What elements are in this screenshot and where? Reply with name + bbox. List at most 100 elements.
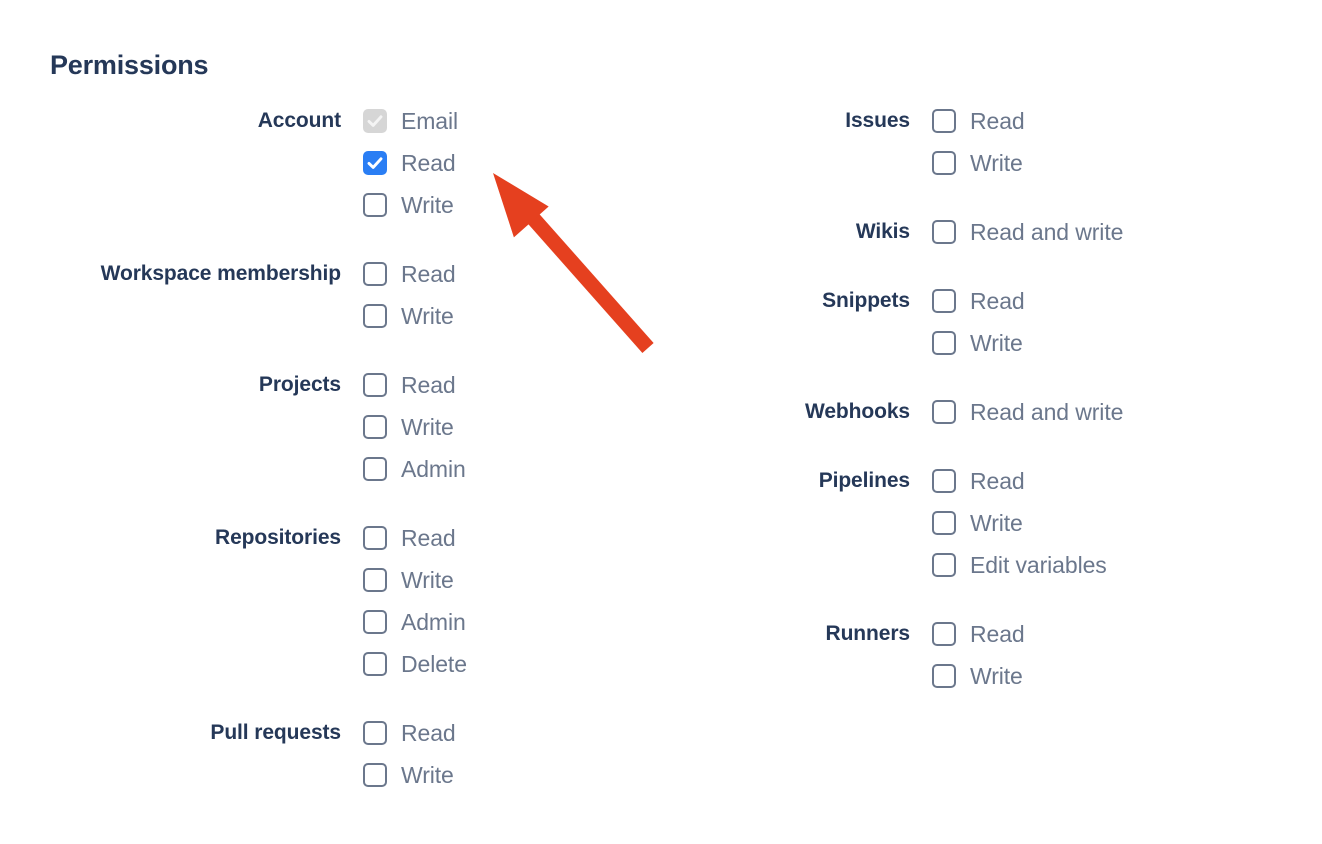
permission-group-label: Webhooks bbox=[805, 400, 910, 423]
checkbox-checked-icon[interactable] bbox=[363, 151, 387, 175]
permission-option-label: Email bbox=[401, 108, 459, 134]
checkbox-unchecked-icon[interactable] bbox=[932, 289, 956, 313]
permission-group-label: Workspace membership bbox=[100, 262, 341, 285]
checkbox-unchecked-icon[interactable] bbox=[363, 652, 387, 676]
permission-option-row[interactable]: Read bbox=[932, 613, 1250, 655]
checkbox-unchecked-icon[interactable] bbox=[363, 763, 387, 787]
permission-option-row[interactable]: Read bbox=[932, 280, 1250, 322]
permission-option-label: Write bbox=[401, 192, 454, 218]
permission-option-row[interactable]: Write bbox=[363, 184, 650, 226]
permission-option-row[interactable]: Write bbox=[363, 295, 650, 337]
permission-group: Webhooks Read and write bbox=[650, 391, 1250, 433]
checkbox-unchecked-icon[interactable] bbox=[363, 457, 387, 481]
permission-option-label: Read bbox=[970, 288, 1025, 314]
permission-option-row[interactable]: Write bbox=[363, 406, 650, 448]
permission-option-row[interactable]: Read bbox=[932, 460, 1250, 502]
permission-option-label: Write bbox=[401, 414, 454, 440]
checkbox-unchecked-icon[interactable] bbox=[363, 262, 387, 286]
permission-option-list: Read and write bbox=[932, 211, 1250, 253]
checkbox-unchecked-icon[interactable] bbox=[932, 664, 956, 688]
checkbox-unchecked-icon[interactable] bbox=[363, 193, 387, 217]
permission-group: Wikis Read and write bbox=[650, 211, 1250, 253]
permission-option-label: Write bbox=[970, 663, 1023, 689]
permission-group-label: Runners bbox=[825, 622, 911, 645]
checkbox-unchecked-icon[interactable] bbox=[932, 400, 956, 424]
permission-option-row[interactable]: Write bbox=[932, 655, 1250, 697]
permission-option-label: Read bbox=[401, 720, 456, 746]
permission-option-label: Read and write bbox=[970, 219, 1124, 245]
permission-option-label: Write bbox=[401, 762, 454, 788]
permission-group-label: Pipelines bbox=[818, 469, 910, 492]
checkbox-unchecked-icon[interactable] bbox=[363, 415, 387, 439]
permission-option-row[interactable]: Read bbox=[932, 100, 1250, 142]
checkbox-unchecked-icon[interactable] bbox=[363, 610, 387, 634]
permission-group-label: Wikis bbox=[855, 220, 910, 243]
permission-group-label: Account bbox=[257, 109, 341, 132]
permission-option-row[interactable]: Read bbox=[363, 142, 650, 184]
checkbox-unchecked-icon[interactable] bbox=[932, 511, 956, 535]
page-title: Permissions bbox=[50, 50, 209, 80]
permission-option-label: Write bbox=[970, 510, 1023, 536]
permission-option-row[interactable]: Write bbox=[363, 754, 650, 796]
permission-group-label: Repositories bbox=[215, 526, 341, 549]
permission-option-row[interactable]: Read bbox=[363, 364, 650, 406]
checkbox-unchecked-icon[interactable] bbox=[363, 373, 387, 397]
checkbox-checked-disabled-icon bbox=[363, 109, 387, 133]
checkbox-unchecked-icon[interactable] bbox=[932, 553, 956, 577]
permission-option-label: Write bbox=[401, 303, 454, 329]
permission-option-label: Admin bbox=[401, 456, 466, 482]
permission-option-label: Delete bbox=[401, 651, 467, 677]
permission-option-row[interactable]: Write bbox=[932, 142, 1250, 184]
permission-option-row[interactable]: Admin bbox=[363, 601, 650, 643]
permission-option-row: Email bbox=[363, 100, 650, 142]
checkbox-unchecked-icon[interactable] bbox=[932, 109, 956, 133]
checkbox-unchecked-icon[interactable] bbox=[932, 220, 956, 244]
checkbox-unchecked-icon[interactable] bbox=[363, 304, 387, 328]
checkbox-unchecked-icon[interactable] bbox=[932, 331, 956, 355]
permission-option-label: Admin bbox=[401, 609, 466, 635]
permission-option-row[interactable]: Read bbox=[363, 517, 650, 559]
checkbox-unchecked-icon[interactable] bbox=[363, 526, 387, 550]
permission-option-label: Read bbox=[401, 525, 456, 551]
permission-option-row[interactable]: Read and write bbox=[932, 211, 1250, 253]
permission-option-row[interactable]: Write bbox=[363, 559, 650, 601]
permission-option-row[interactable]: Read bbox=[363, 712, 650, 754]
permission-option-row[interactable]: Admin bbox=[363, 448, 650, 490]
permission-group-label: Projects bbox=[258, 373, 341, 396]
permission-option-label: Read and write bbox=[970, 399, 1124, 425]
permission-option-row[interactable]: Read and write bbox=[932, 391, 1250, 433]
permission-option-label: Edit variables bbox=[970, 552, 1107, 578]
permission-group-label: Pull requests bbox=[210, 721, 341, 744]
permission-option-label: Read bbox=[970, 621, 1025, 647]
permission-option-row[interactable]: Read bbox=[363, 253, 650, 295]
permission-option-row[interactable]: Write bbox=[932, 322, 1250, 364]
checkbox-unchecked-icon[interactable] bbox=[932, 622, 956, 646]
permission-option-label: Read bbox=[401, 261, 456, 287]
permission-option-row[interactable]: Delete bbox=[363, 643, 650, 685]
checkbox-unchecked-icon[interactable] bbox=[363, 568, 387, 592]
permission-option-list: Read and write bbox=[932, 391, 1250, 433]
checkbox-unchecked-icon[interactable] bbox=[363, 721, 387, 745]
permission-option-label: Read bbox=[970, 468, 1025, 494]
permission-group-label: Issues bbox=[845, 109, 910, 132]
permission-option-row[interactable]: Edit variables bbox=[932, 544, 1250, 586]
permission-option-label: Read bbox=[401, 150, 456, 176]
permission-option-row[interactable]: Write bbox=[932, 502, 1250, 544]
checkbox-unchecked-icon[interactable] bbox=[932, 469, 956, 493]
checkbox-unchecked-icon[interactable] bbox=[932, 151, 956, 175]
permission-option-label: Read bbox=[970, 108, 1025, 134]
